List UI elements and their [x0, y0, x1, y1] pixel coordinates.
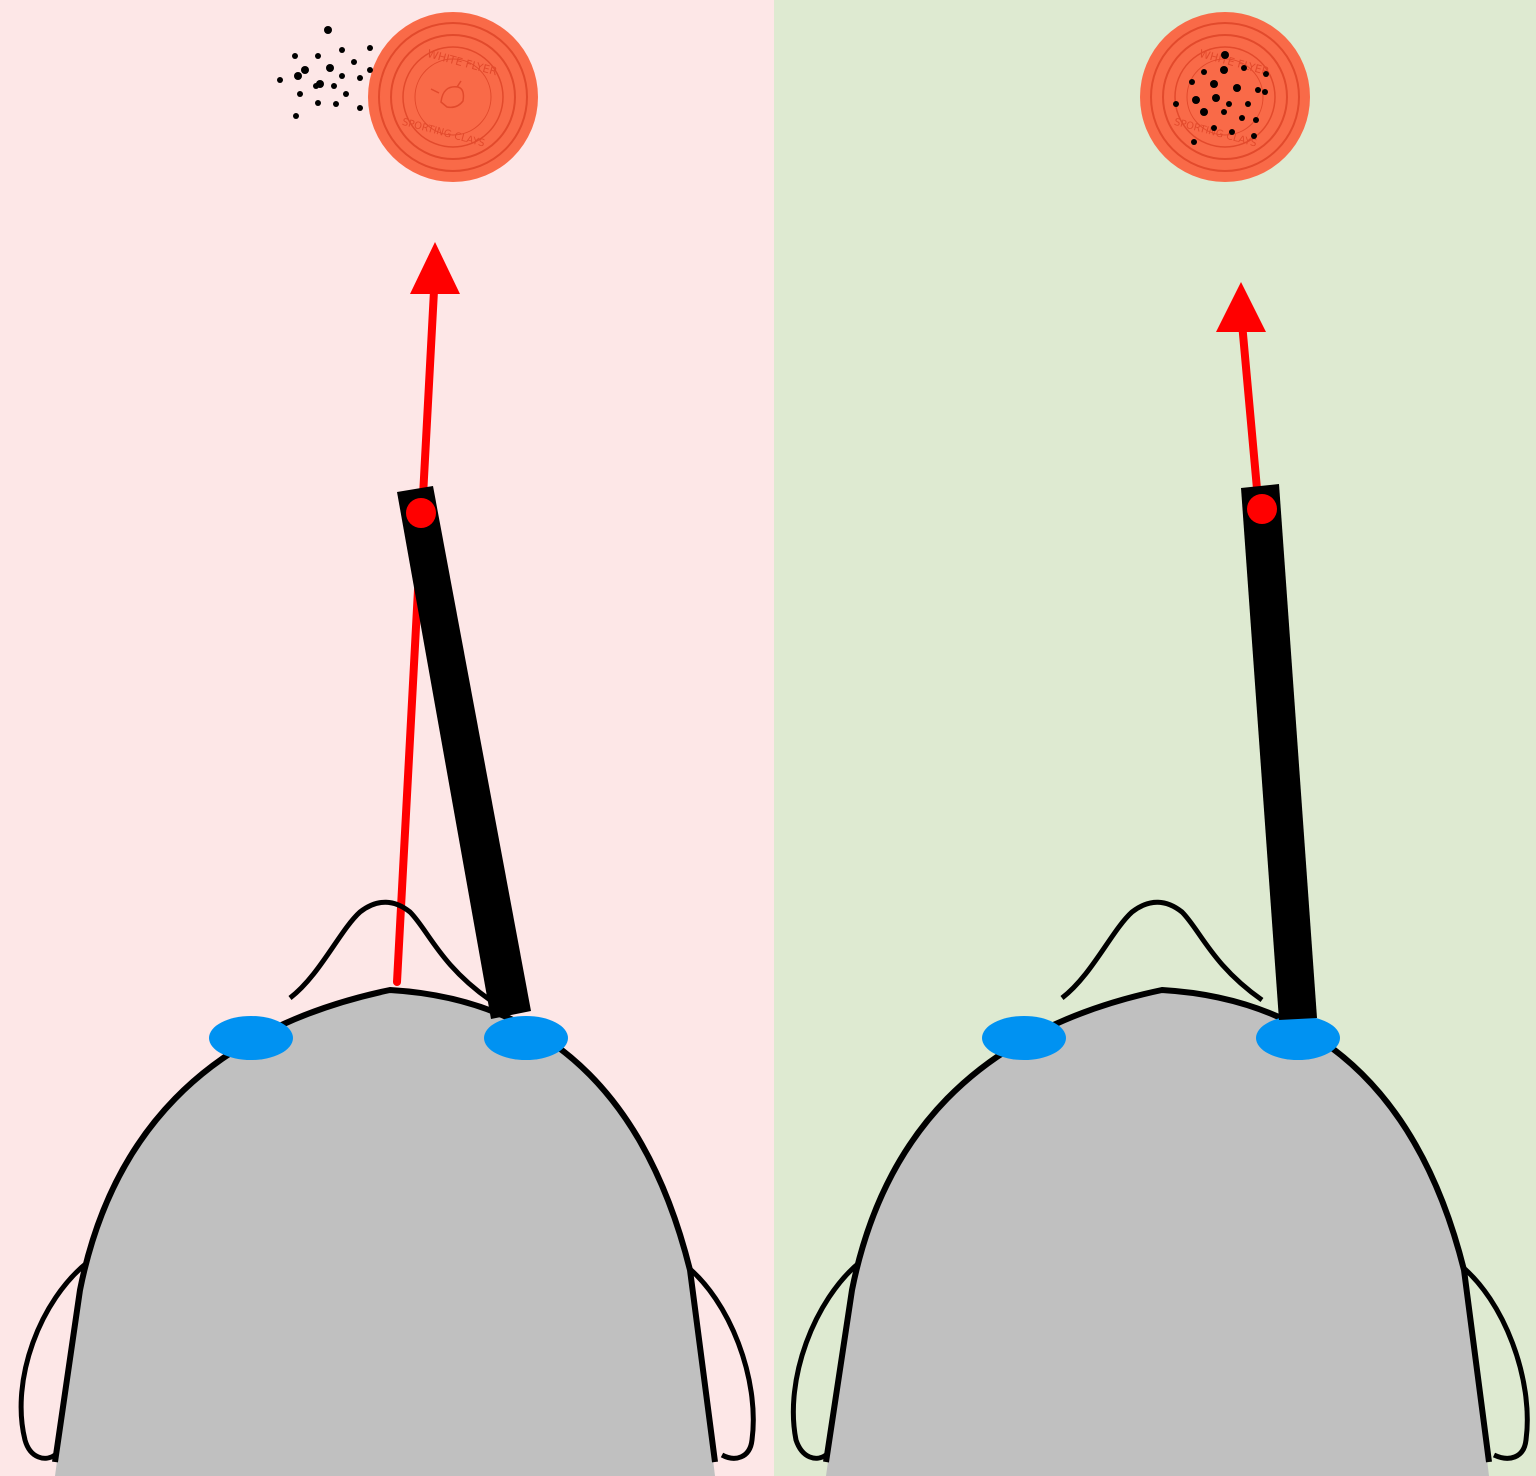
- clay-target-icon: WHITE FLYER SPORTING CLAYS: [368, 12, 538, 182]
- arrow-head: [410, 242, 460, 294]
- shot-pellet: [326, 64, 334, 72]
- clay-target-icon: WHITE FLYER SPORTING CLAYS: [1140, 12, 1310, 182]
- shot-pellet: [1212, 94, 1220, 102]
- head: [826, 990, 1489, 1476]
- shot-pellet: [1255, 87, 1261, 93]
- clay-bird-emblem: [430, 80, 465, 109]
- ear-right: [1458, 1263, 1530, 1461]
- shot-pellet: [1229, 129, 1235, 135]
- gun-barrel: [1241, 484, 1317, 1020]
- shot-pellet: [331, 83, 337, 89]
- front-sight-bead-icon: [1247, 494, 1277, 524]
- shot-pellet: [297, 91, 303, 97]
- shot-pellet: [1221, 51, 1229, 59]
- shot-pellet: [333, 101, 339, 107]
- shot-pellet: [324, 26, 332, 34]
- shot-pellet: [1191, 139, 1197, 145]
- head-outline: [823, 986, 1492, 1463]
- shot-pellet: [1210, 80, 1218, 88]
- shot-pellet: [1173, 101, 1179, 107]
- ear-right: [683, 1263, 756, 1461]
- eye-icon-right: [484, 1016, 568, 1060]
- shot-pellet: [367, 45, 373, 51]
- eye-icon-left: [982, 1016, 1066, 1060]
- shot-pellet: [367, 67, 373, 73]
- head-outline: [52, 986, 718, 1463]
- line-of-sight-arrow: [1216, 282, 1266, 504]
- shot-pellet: [339, 47, 345, 53]
- shot-pellet: [1262, 89, 1268, 95]
- shot-pellet: [1211, 125, 1217, 131]
- shot-pellet: [1251, 133, 1257, 139]
- shot-pellet: [313, 83, 319, 89]
- shot-pellet: [292, 53, 298, 59]
- nose: [288, 899, 492, 1003]
- shot-pellet: [315, 53, 321, 59]
- shot-pattern-miss: [277, 26, 373, 119]
- panel-right: WHITE FLYER SPORTING CLAYS: [774, 0, 1536, 1476]
- shot-pellet: [293, 113, 299, 119]
- shot-pellet: [357, 105, 363, 111]
- eye-icon-right: [1256, 1016, 1340, 1060]
- shot-pellet: [1233, 84, 1241, 92]
- shot-pellet: [1253, 117, 1259, 123]
- ear-left: [18, 1260, 90, 1461]
- shot-pellet: [1241, 65, 1247, 71]
- shot-pellet: [1263, 71, 1269, 77]
- shot-pellet: [343, 91, 349, 97]
- shot-pellet: [1192, 96, 1200, 104]
- shot-pellet: [315, 100, 321, 106]
- eye-icon-left: [209, 1016, 293, 1060]
- nose: [1060, 899, 1264, 1003]
- front-sight-bead-icon: [406, 498, 436, 528]
- shot-pellet: [351, 59, 357, 65]
- head: [55, 990, 715, 1476]
- shot-pattern-hit: [1173, 51, 1269, 145]
- shot-pellet: [1239, 115, 1245, 121]
- shot-pellet: [294, 72, 302, 80]
- panel-right-svg: WHITE FLYER SPORTING CLAYS: [774, 0, 1536, 1476]
- shot-pellet: [277, 77, 283, 83]
- gun-barrel: [397, 486, 531, 1019]
- shot-pellet: [301, 66, 309, 74]
- panel-wrong-svg: WHITE FLYER SPORTING CLAYS: [0, 0, 774, 1476]
- panel-wrong: WHITE FLYER SPORTING CLAYS: [0, 0, 774, 1476]
- shot-pellet: [1189, 79, 1195, 85]
- shot-pellet: [1200, 108, 1208, 116]
- shot-pellet: [357, 75, 363, 81]
- shot-pellet: [1220, 66, 1228, 74]
- shot-pellet: [1221, 109, 1227, 115]
- arrow-head: [1216, 282, 1266, 332]
- shot-pellet: [1226, 101, 1232, 107]
- ear-left: [790, 1260, 862, 1461]
- shot-pellet: [1201, 69, 1207, 75]
- shot-pellet: [1245, 101, 1251, 107]
- shot-pellet: [339, 73, 345, 79]
- line-of-sight-arrow: [393, 242, 460, 986]
